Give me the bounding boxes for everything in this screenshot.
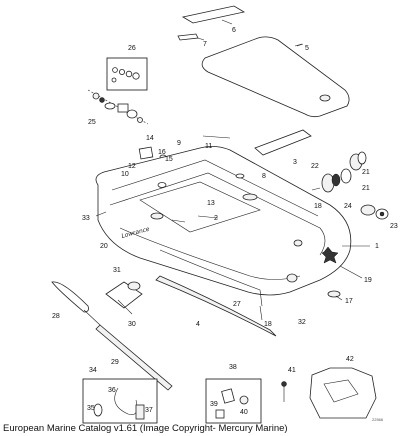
callout-30: 30 — [128, 321, 136, 328]
callout-19: 19 — [364, 277, 372, 284]
leader-lines — [95, 43, 370, 321]
callout-4: 4 — [196, 321, 200, 328]
callout-21-a: 21 — [362, 169, 370, 176]
callout-34: 34 — [89, 367, 97, 374]
callout-37: 37 — [145, 407, 153, 414]
part-5-floorboard — [201, 36, 350, 118]
part-28-oar-blade — [51, 281, 101, 326]
part-29-oar-shaft — [95, 324, 173, 391]
part-26-kit-box — [106, 57, 148, 91]
part-3-board — [254, 129, 312, 156]
part-22-21-valves — [311, 151, 367, 193]
callout-9: 9 — [177, 140, 181, 147]
callout-14: 14 — [146, 135, 154, 142]
callout-13: 13 — [207, 200, 215, 207]
part-38-valve-box — [205, 378, 262, 424]
part-4-keel-strip — [155, 275, 277, 337]
callout-28: 28 — [52, 313, 60, 320]
callout-8: 8 — [262, 173, 266, 180]
part-14-plate — [138, 146, 154, 160]
callout-23: 23 — [390, 223, 398, 230]
callout-36: 36 — [108, 387, 116, 394]
part-24-23-drain — [360, 204, 389, 220]
callout-3: 3 — [293, 159, 297, 166]
callout-18-upper: 18 — [314, 203, 322, 210]
callout-15: 15 — [165, 156, 173, 163]
part-34-pump-box — [82, 378, 158, 424]
callout-17: 17 — [345, 298, 353, 305]
callout-32: 32 — [298, 319, 306, 326]
part-42-transom-bracket — [309, 367, 377, 419]
callout-42: 42 — [346, 356, 354, 363]
callout-25: 25 — [88, 119, 96, 126]
part-41-screw — [281, 381, 287, 402]
callout-7: 7 — [203, 41, 207, 48]
callout-11: 11 — [205, 143, 212, 150]
part-6-strip — [181, 5, 246, 25]
callout-22: 22 — [311, 163, 319, 170]
image-caption: European Marine Catalog v1.61 (Image Cop… — [3, 423, 288, 434]
callout-39: 39 — [210, 401, 218, 408]
callout-numbers: 1 2 3 4 5 6 7 8 9 10 11 12 13 14 15 16 1… — [52, 27, 398, 416]
callout-10: 10 — [121, 171, 129, 178]
callout-38: 38 — [229, 364, 237, 371]
callout-33: 33 — [82, 215, 90, 222]
callout-41: 41 — [288, 367, 296, 374]
drawing-code: 22566 — [372, 417, 384, 422]
callout-16: 16 — [158, 149, 166, 156]
part-31-30-bracket — [105, 281, 143, 315]
callout-24: 24 — [344, 203, 352, 210]
callout-26: 26 — [128, 45, 136, 52]
part-25-oarlock-set — [87, 89, 149, 125]
part-7-clip — [177, 33, 205, 41]
callout-2: 2 — [214, 215, 218, 222]
callout-40: 40 — [240, 409, 248, 416]
callout-27: 27 — [233, 301, 241, 308]
inflatable-boat-hull — [95, 146, 352, 307]
callout-18-lower: 18 — [264, 321, 272, 328]
callout-29: 29 — [111, 359, 119, 366]
callout-21-b: 21 — [362, 185, 370, 192]
callout-12: 12 — [128, 163, 136, 170]
callout-1: 1 — [375, 243, 379, 250]
callout-5: 5 — [305, 45, 309, 52]
callout-20: 20 — [100, 243, 108, 250]
callout-6: 6 — [232, 27, 236, 34]
callout-31: 31 — [113, 267, 121, 274]
callout-35: 35 — [87, 405, 95, 412]
